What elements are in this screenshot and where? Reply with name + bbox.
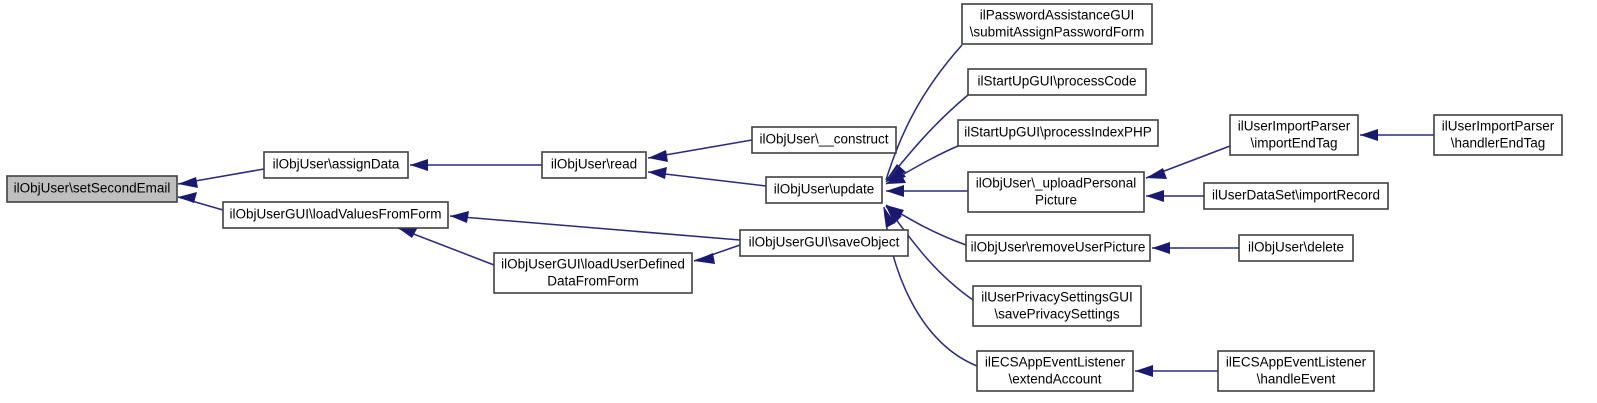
arrowhead-icon (178, 177, 198, 188)
node-label: ilECSAppEventListener (1226, 355, 1367, 370)
graph-node-handleEvent[interactable]: ilECSAppEventListener \handleEvent (1217, 350, 1375, 392)
graph-node-importRecord[interactable]: ilUserDataSet\importRecord (1203, 182, 1389, 210)
graph-node-saveObject[interactable]: ilObjUserGUI\saveObject (739, 229, 909, 257)
graph-node-processIndexPHP[interactable]: ilStartUpGUI\processIndexPHP (957, 119, 1159, 147)
graph-node-construct[interactable]: ilObjUser\__construct (751, 126, 897, 154)
node-box[interactable] (765, 176, 883, 204)
node-label: ilObjUser\setSecondEmail (14, 181, 171, 196)
node-label: ilObjUser\delete (1248, 240, 1344, 255)
graph-node-update[interactable]: ilObjUser\update (765, 176, 883, 204)
arrowhead-icon (886, 168, 906, 182)
node-label-line2: DataFromForm (547, 274, 639, 289)
edge-saveObject-to-loadValuesFromForm (449, 215, 741, 241)
node-label: ilObjUser\assignData (273, 157, 400, 172)
edge-submitAssignPasswordForm-to-update (885, 44, 963, 181)
node-label: ilObjUser\_uploadPersonal (976, 176, 1137, 191)
node-label-line2: \extendAccount (1008, 372, 1101, 387)
node-label-line2: \handleEvent (1257, 372, 1336, 387)
graph-node-handlerEndTag[interactable]: ilUserImportParser \handlerEndTag (1433, 114, 1563, 156)
node-box[interactable] (961, 3, 1153, 45)
node-box[interactable] (6, 175, 178, 203)
node-label: ilECSAppEventListener (985, 355, 1126, 370)
graph-node-setSecondEmail[interactable]: ilObjUser\setSecondEmail (6, 175, 178, 203)
graph-node-submitAssignPasswordForm[interactable]: ilPasswordAssistanceGUI \submitAssignPass… (961, 3, 1153, 45)
node-label: ilUserImportParser (1442, 119, 1555, 134)
arrowhead-icon (648, 167, 667, 179)
node-label: ilObjUser\__construct (759, 132, 888, 147)
node-box[interactable] (967, 171, 1145, 213)
arrowhead-icon (398, 227, 418, 238)
node-label: ilObjUserGUI\loadValuesFromForm (229, 207, 441, 222)
node-box[interactable] (739, 229, 909, 257)
arrowhead-icon (648, 150, 668, 162)
arrowhead-icon (1146, 168, 1167, 179)
graph-node-delete[interactable]: ilObjUser\delete (1238, 234, 1354, 262)
arrowhead-icon (886, 206, 902, 224)
node-label-line2: \savePrivacySettings (994, 307, 1120, 322)
node-box[interactable] (1203, 182, 1389, 210)
node-box[interactable] (976, 350, 1134, 392)
node-box[interactable] (751, 126, 897, 154)
node-box[interactable] (1229, 114, 1359, 156)
arrowhead-icon (1152, 242, 1170, 254)
node-box[interactable] (222, 201, 449, 229)
node-box[interactable] (965, 234, 1151, 262)
node-label: ilObjUserGUI\saveObject (749, 235, 900, 250)
graph-node-removeUserPicture[interactable]: ilObjUser\removeUserPicture (965, 234, 1151, 262)
node-label: ilObjUserGUI\loadUserDefined (501, 257, 685, 272)
node-label: ilObjUser\removeUserPicture (971, 240, 1146, 255)
arrowhead-icon (410, 159, 428, 171)
node-label: ilObjUser\read (551, 157, 637, 172)
node-box[interactable] (1433, 114, 1563, 156)
node-box[interactable] (493, 252, 693, 294)
graph-node-extendAccount[interactable]: ilECSAppEventListener \extendAccount (976, 350, 1134, 392)
node-box[interactable] (1238, 234, 1354, 262)
graph-node-read[interactable]: ilObjUser\read (541, 151, 647, 179)
arrowhead-icon (1135, 365, 1153, 377)
node-label: ilUserDataSet\importRecord (1212, 188, 1380, 203)
nodes-layer: ilObjUser\setSecondEmail ilObjUser\assign… (6, 3, 1563, 392)
node-box[interactable] (967, 68, 1147, 96)
edge-processCode-to-update (885, 94, 969, 183)
arrowhead-icon (178, 192, 197, 203)
node-label: ilStartUpGUI\processCode (977, 74, 1136, 89)
node-box[interactable] (957, 119, 1159, 147)
arrowhead-icon (450, 211, 469, 223)
node-label-line2: \handlerEndTag (1451, 136, 1546, 151)
edge-update-to-read (647, 171, 767, 187)
node-box[interactable] (972, 285, 1142, 327)
graph-node-importEndTag[interactable]: ilUserImportParser \importEndTag (1229, 114, 1359, 156)
node-box[interactable] (541, 151, 647, 179)
arrowhead-icon (1146, 190, 1164, 202)
arrowhead-icon (1360, 129, 1378, 141)
graph-node-processCode[interactable]: ilStartUpGUI\processCode (967, 68, 1147, 96)
node-label: ilPasswordAssistanceGUI (980, 8, 1135, 23)
arrowhead-icon (886, 185, 904, 197)
arrowhead-icon (694, 253, 715, 264)
node-box[interactable] (1217, 350, 1375, 392)
graph-node-assignData[interactable]: ilObjUser\assignData (263, 151, 409, 179)
graph-node-savePrivacySettings[interactable]: ilUserPrivacySettingsGUI \savePrivacySett… (972, 285, 1142, 327)
node-label: ilObjUser\update (774, 182, 875, 197)
graph-node-loadValuesFromForm[interactable]: ilObjUserGUI\loadValuesFromForm (222, 201, 449, 229)
node-label: ilUserPrivacySettingsGUI (981, 290, 1133, 305)
node-label: ilUserImportParser (1238, 119, 1351, 134)
arrowhead-icon (886, 173, 906, 184)
node-label-line2: \submitAssignPasswordForm (970, 25, 1145, 40)
node-label-line2: \importEndTag (1250, 136, 1337, 151)
node-box[interactable] (263, 151, 409, 179)
node-label: ilStartUpGUI\processIndexPHP (964, 125, 1152, 140)
node-label-line2: Picture (1035, 193, 1077, 208)
arrowhead-icon (884, 207, 895, 228)
